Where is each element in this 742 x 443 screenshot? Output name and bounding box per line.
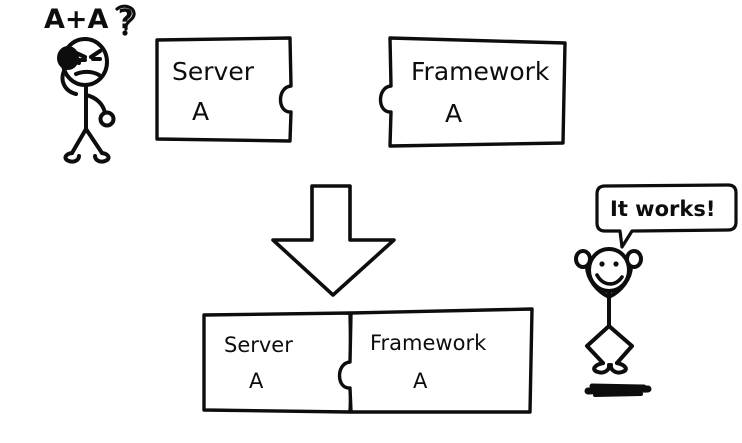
speech-bubble-text: It works! bbox=[610, 197, 715, 221]
happy-eye-left-icon bbox=[599, 261, 605, 267]
down-arrow-shape bbox=[271, 184, 396, 297]
confused-foot-left bbox=[63, 151, 81, 164]
question-mark-icon bbox=[115, 4, 136, 31]
piece-framework-a-bottom-title: Framework bbox=[370, 331, 487, 355]
piece-server-a-top-outline[interactable] bbox=[155, 36, 293, 143]
piece-server-a-top-title: Server bbox=[172, 57, 255, 86]
piece-server-a-bottom-title: Server bbox=[224, 333, 293, 357]
happy-leg-left bbox=[585, 324, 611, 365]
confused-foot-right bbox=[93, 151, 111, 164]
ground-shadow-stroke-3 bbox=[593, 392, 643, 397]
confused-leg-left bbox=[70, 127, 88, 155]
piece-server-a-top-version: A bbox=[192, 97, 209, 126]
piece-framework-a-bottom-version: A bbox=[413, 369, 428, 393]
happy-foot-right bbox=[608, 361, 628, 375]
question-mark-dot-icon bbox=[122, 30, 128, 36]
ground-shadow-stroke-2 bbox=[589, 383, 647, 390]
speech-bubble-outline bbox=[595, 183, 738, 249]
happy-leg-right bbox=[607, 324, 634, 365]
combined-pieces-group[interactable]: Server A Framework A bbox=[202, 307, 534, 414]
happy-mouth-icon bbox=[595, 273, 624, 286]
piece-framework-a-top-outline[interactable] bbox=[378, 36, 567, 148]
piece-server-a-bottom-outline[interactable] bbox=[202, 311, 353, 414]
piece-framework-a-top-title: Framework bbox=[411, 57, 550, 86]
down-arrow bbox=[271, 184, 396, 297]
confused-mouth-icon bbox=[74, 69, 101, 77]
confused-person-figure bbox=[57, 37, 116, 164]
confused-arm-down bbox=[84, 93, 107, 115]
happy-eye-right-icon bbox=[613, 261, 619, 267]
happy-person-group: It works! bbox=[574, 183, 738, 397]
piece-framework-a-top[interactable]: Framework A bbox=[378, 36, 567, 148]
piece-server-a-bottom-version: A bbox=[249, 369, 264, 393]
confused-hand-right bbox=[98, 110, 116, 128]
happy-hand-left bbox=[574, 249, 592, 269]
piece-server-a-top[interactable]: Server A bbox=[155, 36, 293, 143]
confused-leg-right bbox=[84, 127, 104, 155]
happy-hand-right bbox=[625, 249, 643, 269]
confused-eyebrow-right-icon bbox=[88, 48, 103, 60]
confused-hand-on-head bbox=[57, 46, 79, 70]
speech-bubble: It works! bbox=[595, 183, 738, 249]
happy-foot-left bbox=[592, 361, 612, 375]
ground-shadow-mark bbox=[584, 383, 652, 397]
happy-arm-right bbox=[607, 264, 633, 299]
piece-framework-a-bottom-outline[interactable] bbox=[337, 307, 534, 414]
thought-label-group: A+A ? bbox=[44, 4, 136, 36]
happy-arm-left bbox=[585, 264, 611, 299]
piece-framework-a-top-version: A bbox=[445, 99, 462, 128]
